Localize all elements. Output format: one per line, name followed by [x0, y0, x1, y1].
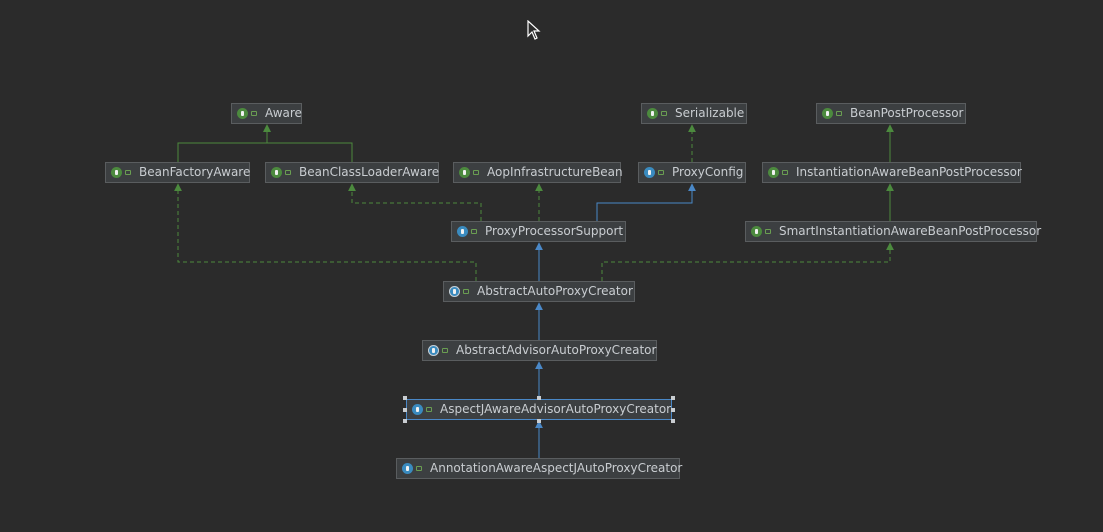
public-visibility-icon: [836, 111, 842, 116]
public-visibility-icon: [251, 111, 257, 116]
edge-aapc-to-bfa: [174, 183, 477, 281]
node-bean-factory-aware[interactable]: BeanFactoryAware: [105, 162, 250, 183]
interface-icon: [768, 167, 779, 178]
node-label: BeanPostProcessor: [850, 106, 964, 120]
edge-aapc-to-siabpp: [601, 242, 894, 281]
node-proxy-processor-support[interactable]: ProxyProcessorSupport: [451, 221, 626, 242]
class-icon: [412, 404, 423, 415]
public-visibility-icon: [416, 466, 422, 471]
node-bean-post-processor[interactable]: BeanPostProcessor: [816, 103, 966, 124]
node-aspect-j-aware-advisor-auto-proxy-creator[interactable]: AspectJAwareAdvisorAutoProxyCreator: [406, 399, 672, 420]
node-label: Aware: [265, 106, 302, 120]
edge-bcla-to-aware: [263, 124, 353, 162]
interface-icon: [237, 108, 248, 119]
node-instantiation-aware-bean-post-processor[interactable]: InstantiationAwareBeanPostProcessor: [762, 162, 1022, 183]
abstract-class-icon: [428, 345, 439, 356]
class-icon: [644, 167, 655, 178]
node-label: ProxyConfig: [672, 165, 744, 179]
mouse-pointer-icon: [527, 20, 541, 40]
node-abstract-auto-proxy-creator[interactable]: AbstractAutoProxyCreator: [443, 281, 635, 302]
node-label: ProxyProcessorSupport: [485, 224, 624, 238]
edge-bfa-to-aware: [177, 124, 271, 162]
node-label: AbstractAdvisorAutoProxyCreator: [456, 343, 657, 357]
node-label: AspectJAwareAdvisorAutoProxyCreator: [440, 402, 672, 416]
selection-handle[interactable]: [537, 419, 541, 423]
selection-handle[interactable]: [403, 419, 407, 423]
selection-handle[interactable]: [671, 407, 675, 412]
node-label: AopInfrastructureBean: [487, 165, 623, 179]
public-visibility-icon: [285, 170, 291, 175]
public-visibility-icon: [471, 229, 477, 234]
node-annotation-aware-aspect-j-auto-proxy-creator[interactable]: AnnotationAwareAspectJAutoProxyCreator: [396, 458, 683, 479]
public-visibility-icon: [473, 170, 479, 175]
interface-icon: [271, 167, 282, 178]
public-visibility-icon: [658, 170, 664, 175]
node-bean-class-loader-aware[interactable]: BeanClassLoaderAware: [265, 162, 439, 183]
node-smart-instantiation-aware-bean-post-processor[interactable]: SmartInstantiationAwareBeanPostProcessor: [745, 221, 1041, 242]
node-label: SmartInstantiationAwareBeanPostProcessor: [779, 224, 1042, 238]
node-label: AbstractAutoProxyCreator: [477, 284, 633, 298]
public-visibility-icon: [765, 229, 771, 234]
node-serializable[interactable]: Serializable: [641, 103, 747, 124]
interface-icon: [647, 108, 658, 119]
node-abstract-advisor-auto-proxy-creator[interactable]: AbstractAdvisorAutoProxyCreator: [422, 340, 657, 361]
node-label: Serializable: [675, 106, 745, 120]
node-label: AnnotationAwareAspectJAutoProxyCreator: [430, 461, 683, 475]
public-visibility-icon: [426, 407, 432, 412]
selection-handle[interactable]: [537, 396, 541, 400]
public-visibility-icon: [463, 289, 469, 294]
public-visibility-icon: [125, 170, 131, 175]
selection-handle[interactable]: [671, 396, 675, 400]
node-proxy-config[interactable]: ProxyConfig: [638, 162, 746, 183]
interface-icon: [459, 167, 470, 178]
public-visibility-icon: [661, 111, 667, 116]
edge-layer: [174, 124, 894, 458]
public-visibility-icon: [442, 348, 448, 353]
selection-handle[interactable]: [671, 419, 675, 423]
interface-icon: [751, 226, 762, 237]
node-aware[interactable]: Aware: [231, 103, 302, 124]
public-visibility-icon: [782, 170, 788, 175]
class-icon: [457, 226, 468, 237]
edge-pps-to-bcla: [348, 183, 482, 221]
class-icon: [402, 463, 413, 474]
node-label: InstantiationAwareBeanPostProcessor: [796, 165, 1022, 179]
node-aop-infrastructure-bean[interactable]: AopInfrastructureBean: [453, 162, 623, 183]
abstract-class-icon: [449, 286, 460, 297]
interface-icon: [111, 167, 122, 178]
selection-handle[interactable]: [403, 396, 407, 400]
node-label: BeanFactoryAware: [139, 165, 251, 179]
node-label: BeanClassLoaderAware: [299, 165, 440, 179]
interface-icon: [822, 108, 833, 119]
edge-pps-to-pc: [596, 183, 696, 221]
selection-handle[interactable]: [403, 407, 407, 412]
